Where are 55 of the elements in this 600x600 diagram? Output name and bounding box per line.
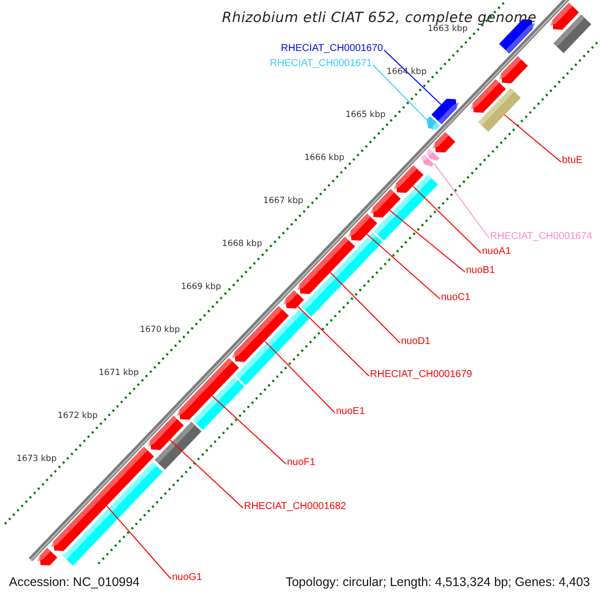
gene-label: RHECIAT_CH0001682 xyxy=(244,502,346,512)
gene-segment xyxy=(498,56,528,84)
gene-segment xyxy=(432,132,456,152)
gene-segment xyxy=(192,377,244,430)
leader-line xyxy=(330,272,400,344)
gene-segment xyxy=(554,14,592,54)
leader-line xyxy=(434,163,490,238)
gene-label: btuE xyxy=(562,156,583,166)
gene-label: RHECIAT_CH0001674 xyxy=(490,232,592,242)
position-label: 1665 kbp xyxy=(345,111,386,120)
position-label: 1671 kbp xyxy=(98,369,139,378)
position-label: 1668 kbp xyxy=(222,240,262,249)
leader-line xyxy=(366,234,440,300)
gene-label: nuoB1 xyxy=(466,266,495,276)
gene-segment xyxy=(236,308,310,386)
position-label: 1673 kbp xyxy=(16,455,57,464)
leader-line xyxy=(212,395,286,464)
gene-segment xyxy=(301,232,383,317)
leader-line xyxy=(297,306,370,376)
position-label: 1666 kbp xyxy=(304,154,344,163)
gene-label: RHECIAT_CH0001671 xyxy=(270,59,372,69)
position-label: 1670 kbp xyxy=(140,326,180,335)
gene-label: nuoC1 xyxy=(441,293,470,303)
gene-label: nuoD1 xyxy=(401,337,430,347)
leader-line xyxy=(264,340,336,414)
leader-line xyxy=(504,114,562,162)
gene-label: nuoA1 xyxy=(482,247,511,257)
position-label: 1667 kbp xyxy=(263,197,304,206)
gene-segment xyxy=(154,422,202,470)
gene-segment xyxy=(283,290,304,308)
genome-summary-text: Topology: circular; Length: 4,513,324 bp; Genes: 4,403 xyxy=(286,576,590,588)
gene-segment xyxy=(420,148,440,167)
map-title: Rhizobium etli CIAT 652, complete genome xyxy=(222,11,537,25)
gene-segment xyxy=(37,548,58,566)
leader-line xyxy=(384,50,442,106)
leader-line xyxy=(106,505,172,580)
gene-label: nuoE1 xyxy=(336,407,365,417)
position-label: 1669 kbp xyxy=(180,283,221,292)
position-label: 1672 kbp xyxy=(58,412,98,421)
leader-line xyxy=(389,210,466,272)
accession-text: Accession: NC_010994 xyxy=(9,576,140,588)
leader-line xyxy=(372,64,428,120)
gene-label: nuoF1 xyxy=(287,458,316,468)
position-label: 1664 kbp xyxy=(386,68,427,77)
position-label: 1663 kbp xyxy=(428,25,468,34)
gene-segment xyxy=(478,88,521,132)
leader-line xyxy=(412,186,482,254)
gene-label: nuoG1 xyxy=(172,573,202,583)
gene-segment xyxy=(431,98,459,124)
gene-segment xyxy=(426,116,440,132)
gene-label: RHECIAT_CH0001670 xyxy=(280,44,383,54)
gene-segment xyxy=(62,462,163,566)
gene-segment xyxy=(374,174,438,241)
leader-line xyxy=(169,439,244,508)
gene-label: RHECIAT_CH0001679 xyxy=(370,370,472,380)
